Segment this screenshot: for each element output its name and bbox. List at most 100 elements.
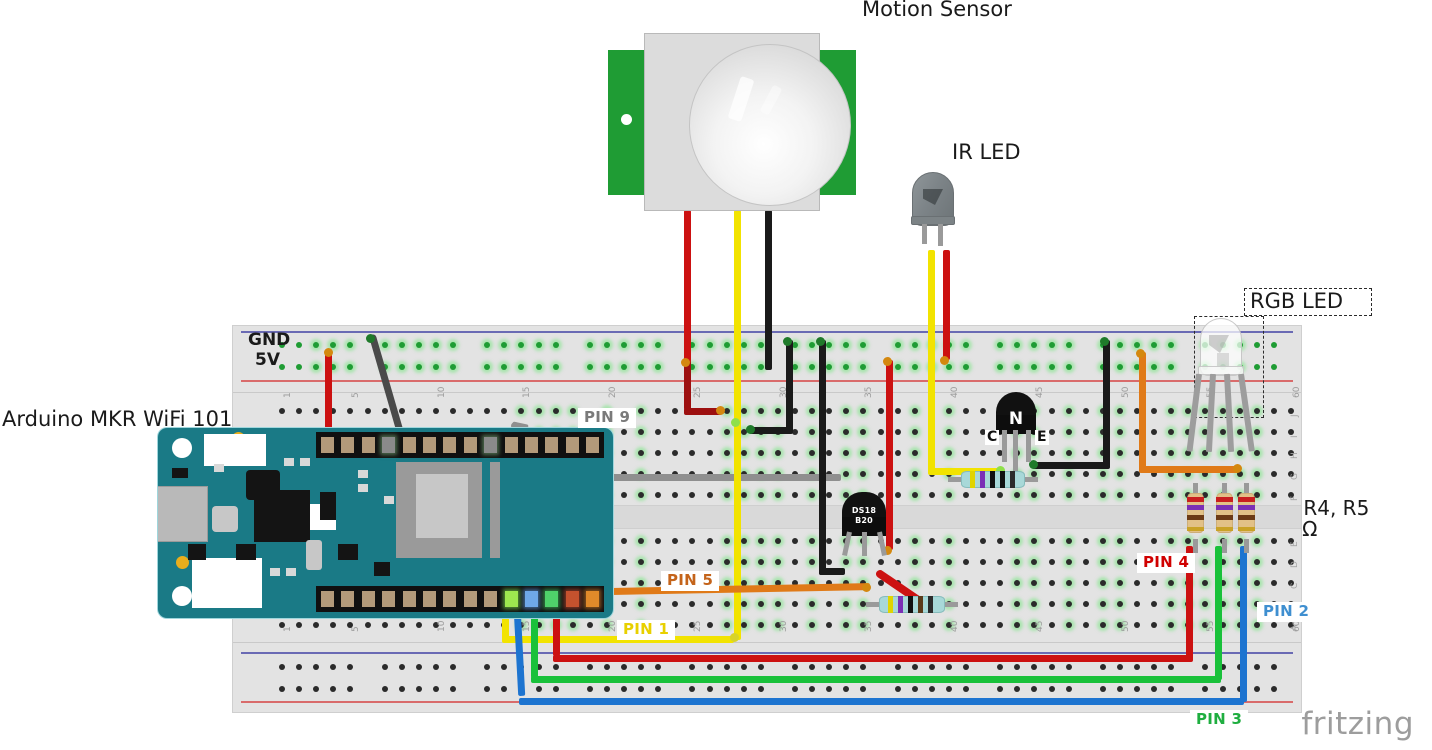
arduino-header-pin-bottom-4[interactable] bbox=[382, 591, 396, 607]
breadboard-hole-row-C[interactable] bbox=[809, 580, 816, 586]
breadboard-hole-row-F[interactable] bbox=[672, 492, 679, 498]
breadboard-hole-row-D[interactable] bbox=[792, 559, 798, 565]
breadboard-rail-hole-top-negative[interactable] bbox=[894, 342, 901, 348]
breadboard-hole-row-E[interactable] bbox=[1151, 538, 1158, 544]
wire-pir-red[interactable] bbox=[684, 210, 691, 375]
breadboard-hole-row-B[interactable] bbox=[997, 601, 1004, 607]
breadboard-hole-row-D[interactable] bbox=[1219, 559, 1226, 565]
breadboard-hole-row-E[interactable] bbox=[980, 538, 987, 544]
breadboard-rail-hole-bottom-negative[interactable] bbox=[1270, 664, 1277, 670]
breadboard-rail-hole-top-positive[interactable] bbox=[843, 364, 850, 370]
breadboard-hole-row-F[interactable] bbox=[1048, 492, 1055, 498]
breadboard-rail-hole-top-negative[interactable] bbox=[963, 342, 969, 348]
breadboard-hole-row-A[interactable] bbox=[706, 622, 713, 628]
resistor-r4[interactable] bbox=[1216, 483, 1233, 553]
breadboard-rail-hole-bottom-positive[interactable] bbox=[398, 686, 405, 692]
breadboard-hole-row-A[interactable] bbox=[586, 622, 593, 628]
wire-irled-red[interactable] bbox=[943, 250, 950, 360]
breadboard-hole-row-F[interactable] bbox=[774, 492, 781, 498]
breadboard-hole-row-H[interactable] bbox=[877, 450, 884, 456]
breadboard-hole-row-A[interactable] bbox=[1168, 622, 1175, 628]
breadboard-rail-hole-bottom-negative[interactable] bbox=[963, 664, 969, 670]
breadboard-hole-row-H[interactable] bbox=[1185, 450, 1192, 456]
breadboard-hole-row-C[interactable] bbox=[774, 580, 781, 586]
wire-5v-red-ds18b20[interactable] bbox=[886, 360, 893, 550]
breadboard-hole-row-A[interactable] bbox=[774, 622, 781, 628]
breadboard-hole-row-J[interactable] bbox=[450, 408, 456, 414]
wire-pin3-green-v2[interactable] bbox=[1215, 546, 1222, 680]
breadboard-hole-row-D[interactable] bbox=[1253, 559, 1260, 565]
breadboard-rail-hole-bottom-positive[interactable] bbox=[792, 686, 798, 692]
breadboard-hole-row-J[interactable] bbox=[1048, 408, 1055, 414]
breadboard-hole-row-J[interactable] bbox=[1287, 408, 1294, 414]
arduino-header-pin-top-11[interactable] bbox=[525, 437, 538, 453]
breadboard-rail-hole-top-negative[interactable] bbox=[826, 342, 833, 348]
breadboard-hole-row-E[interactable] bbox=[1185, 538, 1192, 544]
breadboard-hole-row-H[interactable] bbox=[1236, 450, 1243, 456]
breadboard-rail-hole-top-negative[interactable] bbox=[1134, 342, 1140, 348]
breadboard-hole-row-J[interactable] bbox=[655, 408, 662, 414]
breadboard-rail-hole-top-positive[interactable] bbox=[894, 364, 901, 370]
breadboard-hole-row-J[interactable] bbox=[569, 408, 576, 414]
breadboard-hole-row-I[interactable] bbox=[1151, 429, 1158, 435]
breadboard-rail-hole-top-positive[interactable] bbox=[1014, 364, 1021, 370]
breadboard-rail-hole-bottom-positive[interactable] bbox=[757, 686, 764, 692]
breadboard-hole-row-J[interactable] bbox=[1236, 408, 1243, 414]
breadboard-hole-row-H[interactable] bbox=[911, 450, 918, 456]
breadboard-rail-hole-top-positive[interactable] bbox=[501, 364, 508, 370]
breadboard-hole-row-C[interactable] bbox=[1287, 580, 1294, 586]
breadboard-rail-hole-top-negative[interactable] bbox=[381, 342, 388, 348]
breadboard-hole-row-I[interactable] bbox=[1134, 429, 1140, 435]
breadboard-hole-row-J[interactable] bbox=[1134, 408, 1140, 414]
breadboard-hole-row-C[interactable] bbox=[877, 580, 884, 586]
breadboard-hole-row-C[interactable] bbox=[1048, 580, 1055, 586]
breadboard-hole-row-J[interactable] bbox=[1151, 408, 1158, 414]
breadboard-rail-hole-top-negative[interactable] bbox=[1116, 342, 1123, 348]
breadboard-hole-row-G[interactable] bbox=[1082, 471, 1089, 477]
breadboard-hole-row-D[interactable] bbox=[963, 559, 969, 565]
breadboard-hole-row-E[interactable] bbox=[1134, 538, 1140, 544]
breadboard-hole-row-G[interactable] bbox=[1270, 471, 1277, 477]
breadboard-hole-row-J[interactable] bbox=[774, 408, 781, 414]
breadboard-rail-hole-top-negative[interactable] bbox=[313, 342, 320, 348]
breadboard-hole-row-C[interactable] bbox=[723, 580, 730, 586]
breadboard-hole-row-I[interactable] bbox=[945, 429, 952, 435]
breadboard-hole-row-E[interactable] bbox=[1014, 538, 1021, 544]
wire-pin3-green-v1[interactable] bbox=[531, 596, 538, 678]
breadboard-hole-row-E[interactable] bbox=[655, 538, 662, 544]
breadboard-hole-row-F[interactable] bbox=[621, 492, 627, 498]
breadboard-hole-row-I[interactable] bbox=[894, 429, 901, 435]
breadboard-hole-row-J[interactable] bbox=[552, 408, 559, 414]
breadboard-hole-row-A[interactable] bbox=[792, 622, 798, 628]
breadboard-rail-hole-bottom-negative[interactable] bbox=[757, 664, 764, 670]
breadboard-rail-hole-top-negative[interactable] bbox=[792, 342, 798, 348]
breadboard-hole-row-D[interactable] bbox=[1031, 559, 1038, 565]
breadboard-hole-row-I[interactable] bbox=[1219, 429, 1226, 435]
breadboard-hole-row-B[interactable] bbox=[1065, 601, 1072, 607]
wire-irled-yellow[interactable] bbox=[928, 250, 935, 472]
breadboard-hole-row-J[interactable] bbox=[381, 408, 388, 414]
breadboard-hole-row-A[interactable] bbox=[1219, 622, 1226, 628]
breadboard-rail-hole-bottom-negative[interactable] bbox=[586, 664, 593, 670]
breadboard-hole-row-D[interactable] bbox=[757, 559, 764, 565]
breadboard-hole-row-E[interactable] bbox=[1168, 538, 1175, 544]
breadboard-hole-row-B[interactable] bbox=[963, 601, 969, 607]
breadboard-hole-row-E[interactable] bbox=[928, 538, 935, 544]
breadboard-hole-row-D[interactable] bbox=[706, 559, 713, 565]
breadboard-hole-row-H[interactable] bbox=[638, 450, 645, 456]
wire-pin9-gray[interactable] bbox=[523, 474, 841, 481]
breadboard-hole-row-A[interactable] bbox=[1236, 622, 1243, 628]
breadboard-hole-row-A[interactable] bbox=[963, 622, 969, 628]
breadboard-hole-row-H[interactable] bbox=[706, 450, 713, 456]
breadboard-hole-row-C[interactable] bbox=[1099, 580, 1106, 586]
breadboard-hole-row-C[interactable] bbox=[945, 580, 952, 586]
breadboard-hole-row-H[interactable] bbox=[672, 450, 679, 456]
breadboard-rail-hole-bottom-negative[interactable] bbox=[689, 664, 696, 670]
breadboard-rail-hole-top-positive[interactable] bbox=[296, 364, 303, 370]
breadboard-hole-row-I[interactable] bbox=[843, 429, 850, 435]
breadboard-hole-row-C[interactable] bbox=[1270, 580, 1277, 586]
ir-led[interactable] bbox=[911, 172, 958, 246]
breadboard-hole-row-H[interactable] bbox=[1065, 450, 1072, 456]
breadboard-rail-hole-bottom-negative[interactable] bbox=[792, 664, 798, 670]
breadboard-hole-row-C[interactable] bbox=[1219, 580, 1226, 586]
